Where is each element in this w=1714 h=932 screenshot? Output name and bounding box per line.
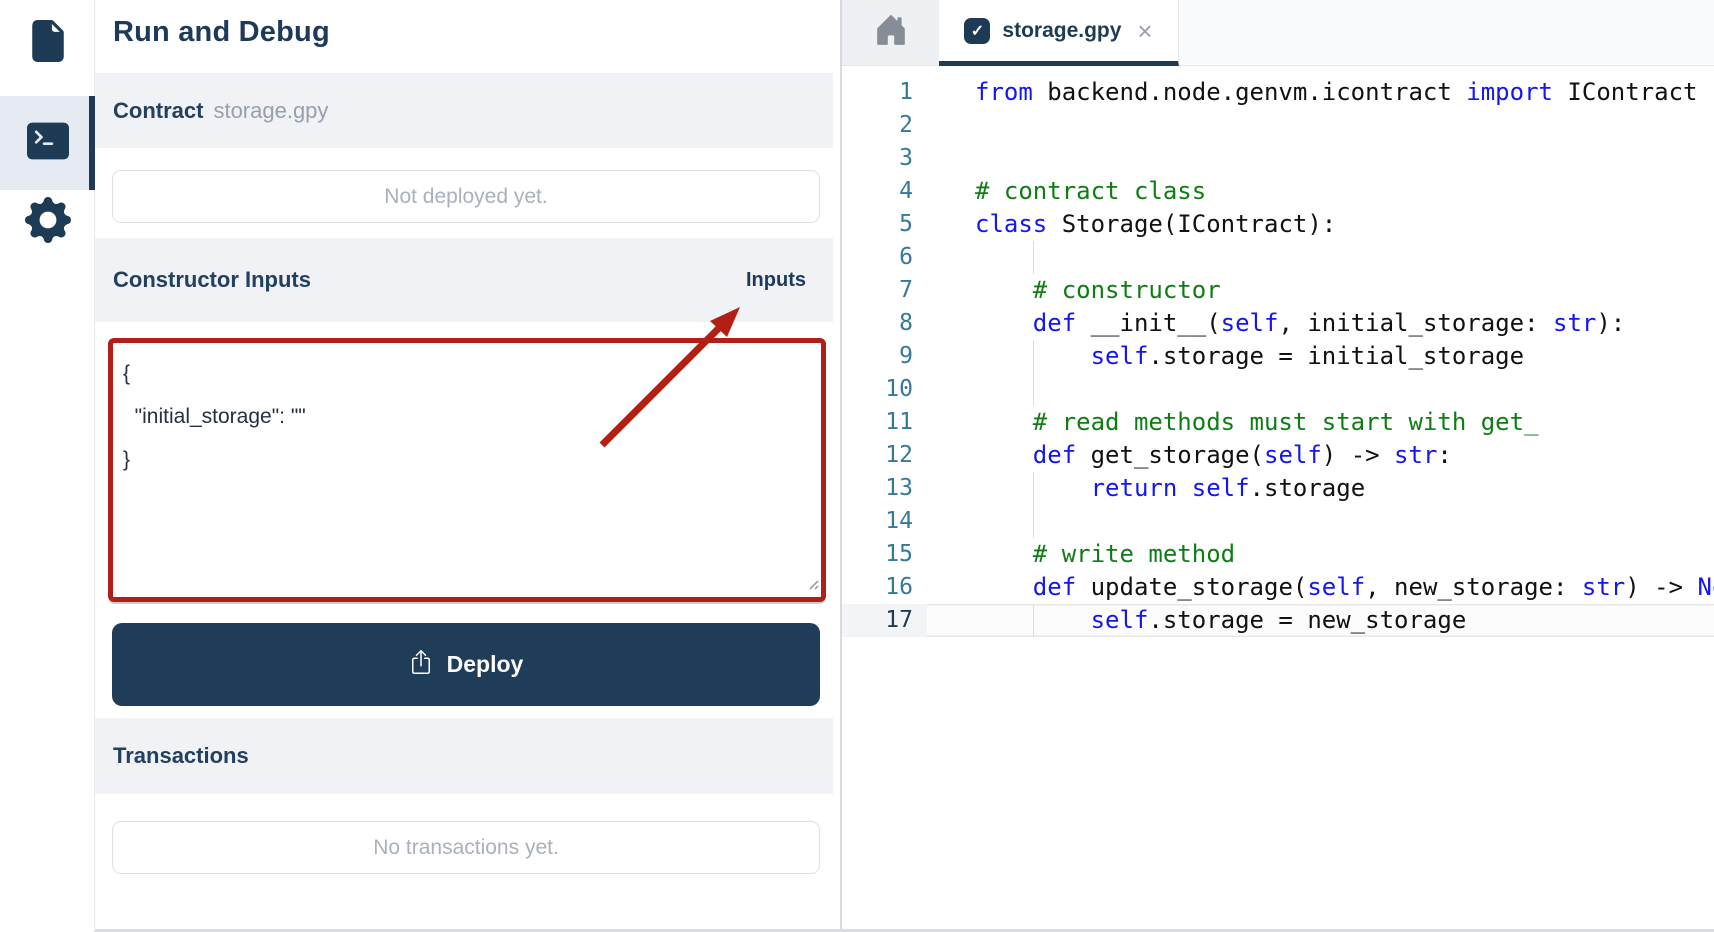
- deploy-status-box: Not deployed yet.: [112, 170, 820, 223]
- deploy-button[interactable]: Deploy: [112, 623, 820, 706]
- constructor-inputs-label: Constructor Inputs: [113, 267, 311, 292]
- constructor-section-header: Constructor Inputs Inputs: [95, 238, 833, 322]
- tab-storage-gpy[interactable]: ✓ storage.gpy ×: [939, 0, 1179, 66]
- transactions-section-header: Transactions: [95, 718, 833, 794]
- line-number: 12: [885, 442, 913, 468]
- activity-bar: [0, 0, 95, 932]
- settings-button[interactable]: [0, 194, 95, 250]
- line-number: 15: [885, 541, 913, 567]
- home-tab-button[interactable]: [842, 0, 939, 65]
- contract-label: Contract: [113, 97, 204, 123]
- line-number: 6: [899, 244, 913, 270]
- close-icon[interactable]: ×: [1137, 15, 1153, 46]
- line-number: 2: [899, 112, 913, 138]
- line-number: 16: [885, 574, 913, 600]
- code-line-14[interactable]: 14: [842, 505, 1714, 538]
- line-number: 7: [899, 277, 913, 303]
- code-line-2[interactable]: 2: [842, 109, 1714, 142]
- line-number: 9: [899, 343, 913, 369]
- files-button[interactable]: [0, 14, 95, 72]
- transactions-label: Transactions: [113, 743, 249, 768]
- code-line-4[interactable]: 4# contract class: [842, 175, 1714, 208]
- indent-guide: [1033, 472, 1034, 505]
- code-line-17[interactable]: 17 self.storage = new_storage: [842, 604, 1714, 637]
- line-number: 10: [885, 376, 913, 402]
- line-number: 13: [885, 475, 913, 501]
- code-line-13[interactable]: 13 return self.storage: [842, 472, 1714, 505]
- constructor-json-value: { "initial_storage": "" }: [123, 362, 306, 471]
- file-icon: [27, 19, 69, 67]
- line-number: 8: [899, 310, 913, 336]
- tab-label: storage.gpy: [1002, 18, 1122, 42]
- inputs-toggle[interactable]: Inputs: [746, 268, 806, 291]
- check-file-icon: ✓: [964, 17, 991, 44]
- line-number: 1: [899, 79, 913, 105]
- indent-guide: [1033, 604, 1034, 637]
- line-number: 11: [885, 409, 913, 435]
- constructor-json-textarea[interactable]: { "initial_storage": "" }: [108, 338, 826, 602]
- code-line-11[interactable]: 11 # read methods must start with get_: [842, 406, 1714, 439]
- contract-filename: storage.gpy: [213, 97, 329, 123]
- run-debug-panel: Run and Debug Contract storage.gpy Not d…: [95, 0, 840, 932]
- deploy-button-label: Deploy: [446, 651, 524, 677]
- indent-guide: [1033, 505, 1034, 538]
- line-number: 3: [899, 145, 913, 171]
- upload-icon: [409, 649, 433, 680]
- gear-icon: [24, 196, 71, 248]
- run-debug-button-active[interactable]: [0, 96, 95, 190]
- indent-guide: [1033, 373, 1034, 406]
- indent-guide: [1033, 241, 1034, 274]
- transactions-empty-text: No transactions yet.: [373, 835, 559, 859]
- code-line-3[interactable]: 3: [842, 142, 1714, 175]
- tab-bar: ✓ storage.gpy ×: [842, 0, 1714, 66]
- home-icon: [874, 13, 908, 52]
- resize-grip-icon[interactable]: [805, 576, 819, 595]
- code-line-6[interactable]: 6: [842, 241, 1714, 274]
- code-line-15[interactable]: 15 # write method: [842, 538, 1714, 571]
- transactions-empty-box: No transactions yet.: [112, 821, 820, 874]
- code-line-9[interactable]: 9 self.storage = initial_storage: [842, 340, 1714, 373]
- line-number: 5: [899, 211, 913, 237]
- code-line-7[interactable]: 7 # constructor: [842, 274, 1714, 307]
- line-number: 4: [899, 178, 913, 204]
- code-line-8[interactable]: 8 def __init__(self, initial_storage: st…: [842, 307, 1714, 340]
- page-title: Run and Debug: [113, 16, 330, 48]
- deploy-status-text: Not deployed yet.: [384, 184, 548, 208]
- indent-guide: [1033, 340, 1034, 373]
- terminal-icon: [26, 120, 69, 167]
- contract-section-header: Contract storage.gpy: [95, 73, 833, 148]
- line-number: 17: [842, 604, 927, 637]
- code-line-10[interactable]: 10: [842, 373, 1714, 406]
- bottom-scrollbar-track[interactable]: [95, 929, 1714, 932]
- code-line-12[interactable]: 12 def get_storage(self) -> str:: [842, 439, 1714, 472]
- line-number: 14: [885, 508, 913, 534]
- code-line-16[interactable]: 16 def update_storage(self, new_storage:…: [842, 571, 1714, 604]
